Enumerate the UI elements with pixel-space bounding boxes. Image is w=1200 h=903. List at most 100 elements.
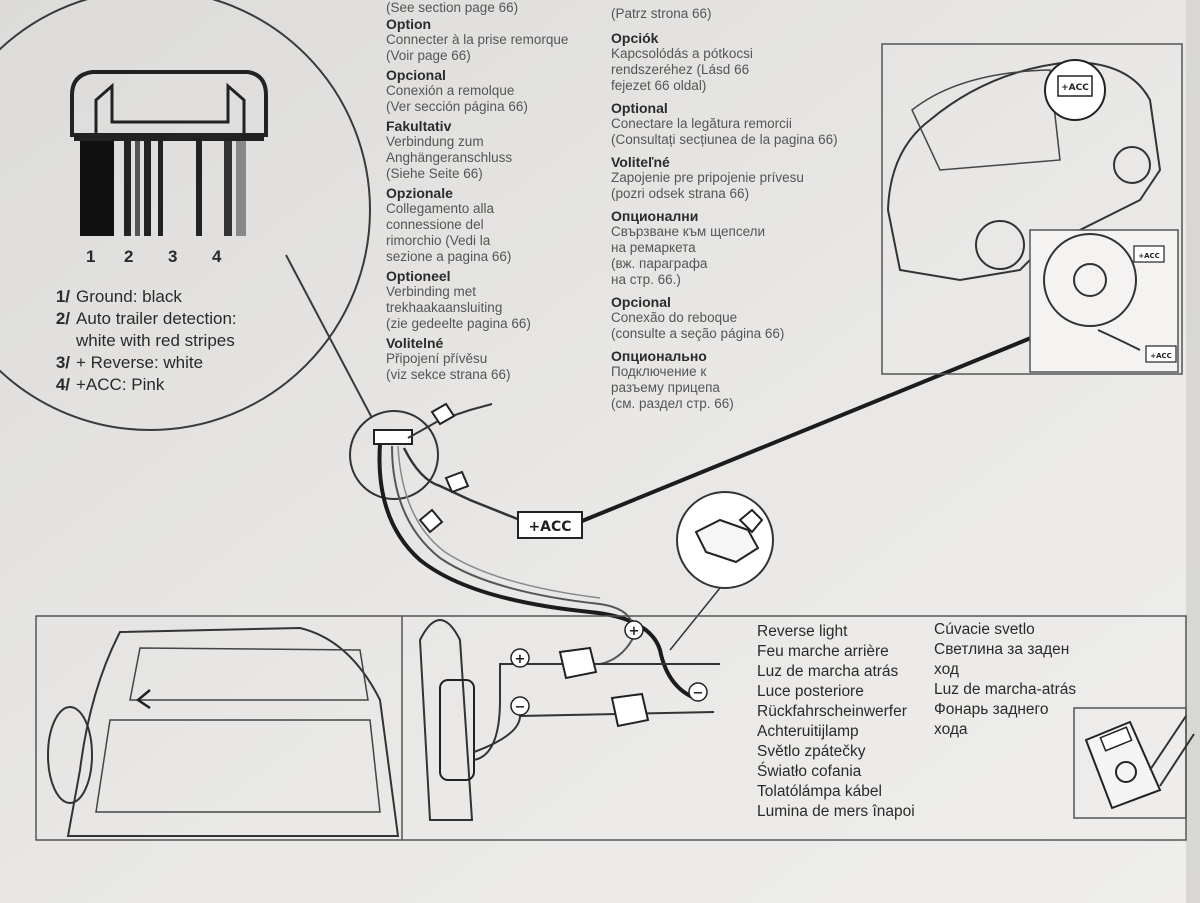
fuse-wire (407, 403, 493, 439)
car-windshield (911, 69, 1061, 171)
car-wheel (975, 220, 1025, 270)
car-body (886, 60, 1162, 282)
splice-callout-line (669, 587, 721, 651)
acc-tag-label: +ACC (528, 519, 571, 535)
multimeter-frame (1073, 707, 1187, 819)
partial-top-text: (See section page 66) (386, 0, 519, 15)
ground-symbol-label: − (693, 686, 704, 701)
pin-number: 3 (168, 247, 177, 266)
splice-tab (738, 508, 764, 534)
reverse-light-label: Reverse light (757, 623, 848, 640)
plus-symbol (510, 648, 530, 668)
multimeter-display (1099, 726, 1133, 752)
option-text: Свързване към щепсели на ремаркета (вж. … (611, 224, 766, 287)
reverse-light-label: Luz de marcha-atrás (934, 681, 1077, 698)
legend-text: Auto trailer detection: (76, 309, 237, 328)
car-panel-frame (881, 43, 1183, 375)
option-heading: Opcional (611, 294, 671, 310)
legend-number: 3/ (55, 353, 70, 372)
pin-number: 1 (86, 247, 95, 266)
pin-number: 4 (212, 247, 222, 266)
reverse-light-label: Luz de marcha atrás (757, 663, 899, 680)
legend-item-ground: 1/Ground: black (44, 286, 237, 308)
legend-number: 4/ (55, 375, 70, 394)
option-heading: Optional (611, 100, 668, 116)
reverse-light-label: Światło cofania (757, 763, 862, 780)
car-rear-view (66, 626, 400, 837)
option-text: Conectare la legătura remorcii (Consulta… (611, 116, 838, 147)
acc-wire (402, 447, 521, 522)
splice-ground (610, 692, 650, 728)
ground-symbol (688, 682, 708, 702)
legend-item-detection: 2/Auto trailer detection: (44, 308, 237, 330)
option-heading: Опционально (611, 348, 707, 364)
page-edge (1186, 0, 1200, 903)
fuse-holder (418, 508, 444, 534)
ground-symbol-label: − (515, 700, 526, 715)
reverse-light-labels-2: Cúvacie svetlo Светлина за заден ход Luz… (934, 620, 1076, 740)
closeup-circle (0, 0, 371, 431)
ground-wire (377, 443, 701, 702)
option-heading: Fakultativ (386, 118, 452, 134)
trunk-floor (95, 719, 381, 813)
harness-circle (349, 410, 439, 500)
car-acc-tag (1057, 75, 1093, 97)
option-heading: Opciók (611, 30, 659, 46)
fuse-holder (444, 470, 470, 494)
ground-light-wire (473, 711, 715, 753)
car-acc-tag-label: +ACC (1138, 252, 1160, 260)
reverse-light-labels-1: Reverse light Feu marche arrière Luz de … (757, 622, 915, 822)
option-text: Conexão do reboque (consulte a seção pág… (611, 310, 785, 341)
option-text: Verbinding met trekhaakaansluiting (zie … (386, 284, 531, 331)
option-text: Подключение к разъему прицепа (см. разде… (611, 364, 734, 411)
option-heading: Option (386, 16, 432, 32)
option-heading: Opcional (386, 67, 446, 83)
car-acc-tag (1133, 245, 1165, 263)
multimeter-dial (1115, 761, 1137, 783)
reverse-light-label: Světlo zpátečky (757, 743, 866, 760)
steering-wheel (1043, 233, 1137, 327)
reverse-light-label: Светлина за заден (934, 641, 1070, 658)
car-illustration: +ACC +ACC +ACC (881, 43, 1183, 375)
car-acc-tag-label: +ACC (1061, 83, 1089, 93)
reverse-light-label: Lumina de mers înapoi (757, 803, 915, 820)
wire-3 (158, 141, 163, 236)
reverse-light-label: Cúvacie svetlo (934, 621, 1035, 638)
reverse-light-label: Tolatólámpa kábel (757, 783, 882, 800)
legend-item-reverse: 3/+ Reverse: white (44, 352, 237, 374)
option-text: Conexión a remolque (Ver sección página … (386, 83, 528, 114)
cargo-cover (129, 647, 369, 701)
connector-closeup: 1 2 3 4 (0, 0, 373, 431)
plus-symbol (624, 620, 644, 640)
taillight-housing (418, 619, 474, 821)
reverse-light-label: Фонарь заднего (934, 701, 1049, 718)
acc-wire-line (581, 316, 1081, 523)
callout-line (285, 254, 373, 419)
car-acc-tag-label: +ACC (1150, 352, 1172, 360)
legend-text-continued: white with red stripes (76, 331, 235, 350)
splice-reverse (558, 646, 598, 680)
detect-wire (397, 445, 601, 599)
reverse-light-label: Achteruitijlamp (757, 723, 859, 740)
option-text: Připojení přívěsu (viz sekce strana 66) (386, 351, 511, 382)
wire-2-stripe (124, 141, 131, 236)
wire-4-pink (236, 141, 246, 236)
wire-2-stripe (144, 141, 151, 236)
splice-connector (694, 518, 760, 564)
acc-tag-group: +ACC (517, 316, 1081, 539)
dash-wire (1097, 329, 1141, 351)
legend-number: 2/ (55, 309, 70, 328)
option-text: Kapcsolódás a pótkocsi rendszeréhez (Lás… (611, 46, 753, 93)
partial-top-text: (Patrz strona 66) (611, 6, 712, 21)
